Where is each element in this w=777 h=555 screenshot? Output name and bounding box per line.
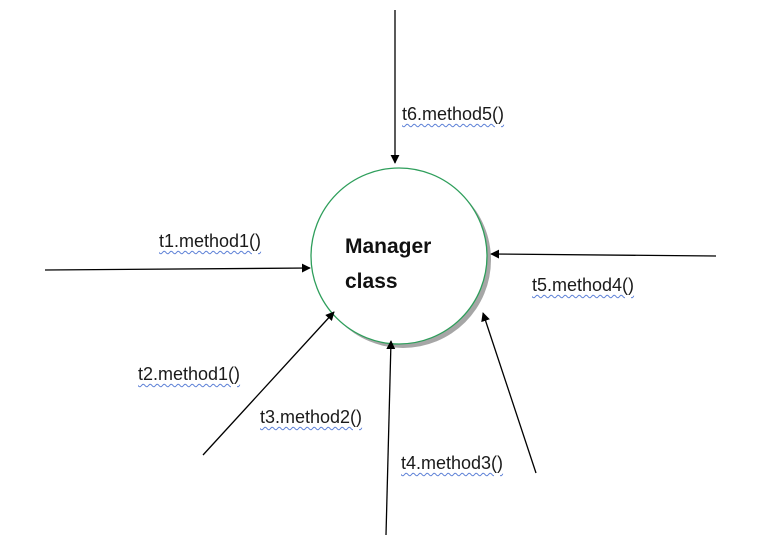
call-label-t6: t6.method5() [402,104,505,124]
arrow-t2 [202,311,335,456]
manager-node-circle [310,167,488,345]
manager-node-title-line2: class [345,270,398,293]
arrow-t3 [385,340,396,536]
arrow-t4 [481,312,537,474]
call-label-t2: t2.method1() [138,364,241,384]
call-label-t5: t5.method4() [532,275,635,295]
call-label-t1: t1.method1() [159,231,262,251]
manager-node-title-line1: Manager [345,235,432,258]
call-label-t4: t4.method3() [401,453,504,473]
arrow-t5 [490,249,717,259]
call-label-t3: t3.method2() [260,407,363,427]
arrow-t1 [44,263,311,273]
